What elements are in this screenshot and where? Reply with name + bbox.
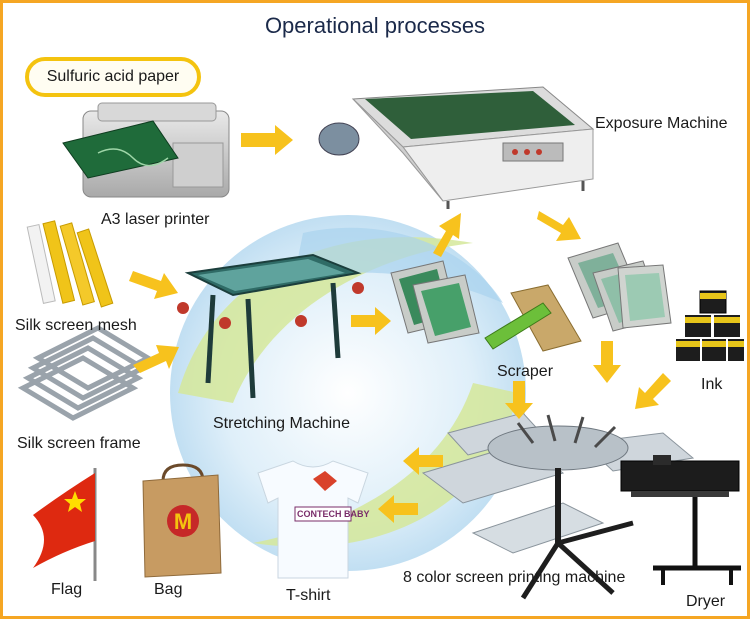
exposed-screens [567,242,672,332]
printing-machine [421,412,695,600]
laser-printer [62,102,230,198]
ink-cans [676,290,744,361]
ink-label: Ink [701,376,723,393]
diagram-title: Operational processes [264,13,486,38]
frame-label: Silk screen frame [17,435,141,452]
process-arrows [129,125,671,523]
arrow-printing-to-tshirt-2 [378,495,418,523]
arrow-scraper-to-printing [505,381,533,419]
arrow-exposed-to-printing [593,341,621,383]
arrow-mesh-to-stretcher [129,271,178,299]
diagram-canvas: M [17,86,744,600]
scraper [484,284,582,352]
paper-callout: Sulfuric acid paper [25,57,201,97]
stretched-screens [390,260,480,344]
flag [33,468,97,581]
flag-label: Flag [51,581,83,598]
arrow-frame-to-stretcher [133,345,179,373]
dryer [620,455,741,585]
arrow-exposure-to-screens [537,211,581,241]
dryer-label: Dryer [686,593,726,610]
bag: M [142,463,222,578]
arrow-ink-to-printing [635,373,671,409]
tshirt-label: T-shirt [286,587,331,604]
tshirt-logo [294,471,352,522]
bag-label: Bag [154,581,183,598]
mesh-label: Silk screen mesh [15,317,137,334]
arrow-stretcher-to-screens [351,307,391,335]
arrow-printing-to-tshirt [403,447,443,475]
svg-text:M: M [174,509,192,534]
printing-machine-label: 8 color screen printing machine [403,569,626,586]
mesh-rolls [26,220,114,308]
scraper-label: Scraper [497,363,554,380]
stretching-machine [177,253,364,399]
printer-label: A3 laser printer [101,211,210,228]
exposure-label: Exposure Machine [595,115,728,132]
stretching-label: Stretching Machine [213,415,350,432]
arrow-printer-to-exposure [241,125,293,155]
screen-frames [17,325,154,421]
arrow-screens-to-exposure [433,213,461,257]
paper-label: Sulfuric acid paper [46,68,180,85]
tshirt-logo-text: CONTECH BABY [297,509,370,519]
exposure-machine [318,86,595,209]
